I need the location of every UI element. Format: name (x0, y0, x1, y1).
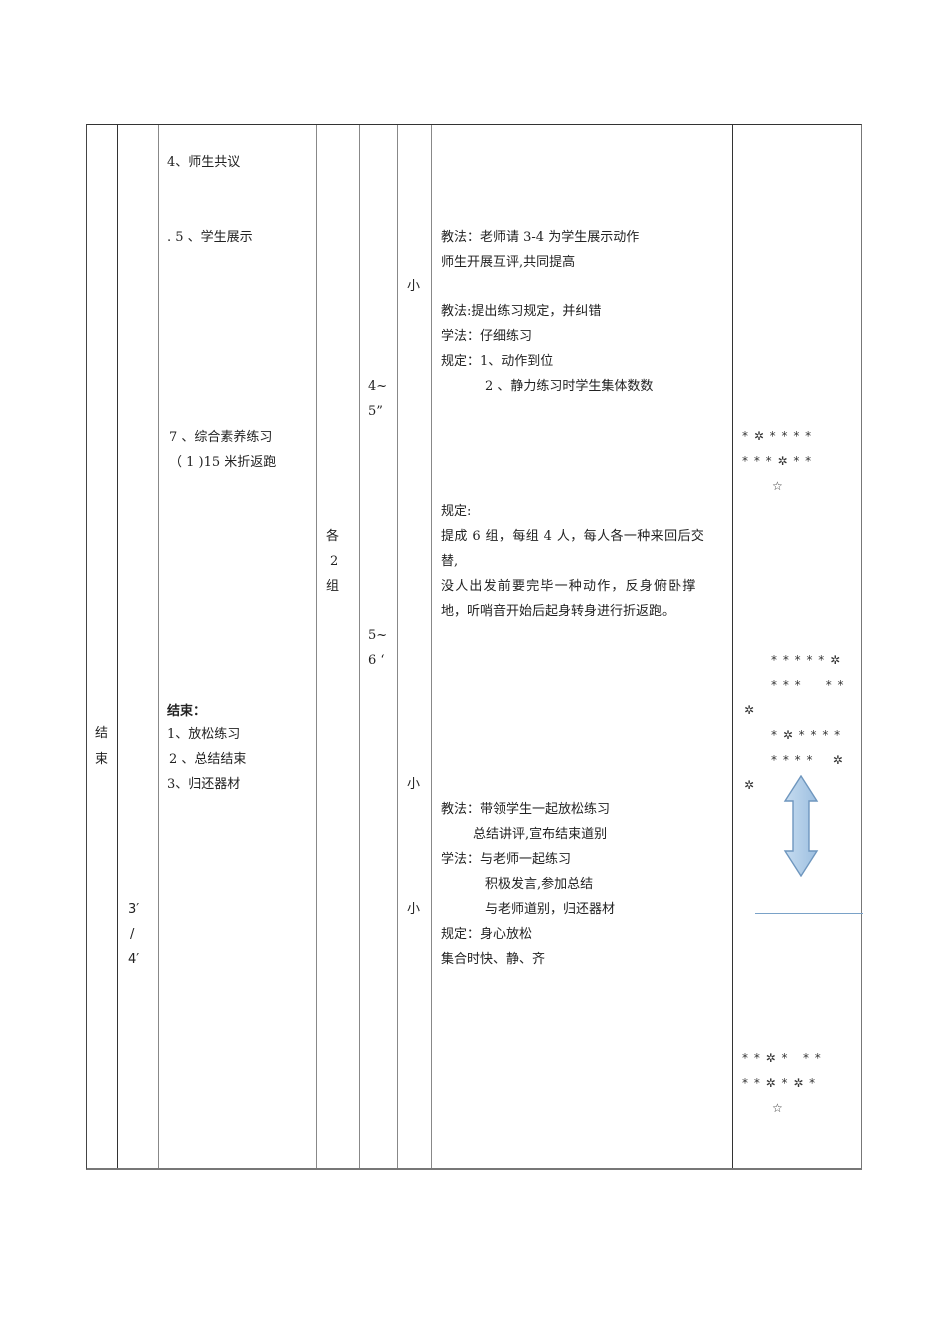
formation-row: ✲ (744, 778, 756, 792)
intensity: 小 (407, 777, 421, 792)
teacher-star-icon: ☆ (772, 479, 784, 493)
formation-row: * * ✲ * * * (742, 1051, 822, 1065)
method-text: 教法：带领学生一起放松练习 (441, 802, 611, 817)
lesson-plan-table: 结 束 3′ / 4′ 4、师生共议 . 5 、学生展示 7 、综合素养练习 （… (86, 124, 863, 1170)
method-text: 规定：身心放松 (441, 927, 533, 942)
rule-text: 地，听哨音开始后起身转身进行折返跑。 (441, 604, 676, 619)
method-text: 总结讲评,宣布结束道别 (473, 827, 608, 842)
method-text: 学法：仔细练习 (441, 329, 533, 344)
duration: 4~ (368, 379, 388, 394)
rule-text: 提成 6 组，每组 4 人，每人各一种来回后交 (441, 529, 705, 544)
boundary-line (755, 913, 863, 914)
content-item: （ 1 )15 米折返跑 (169, 455, 277, 470)
method-text: 集合时快、静、齐 (441, 952, 546, 967)
group-count: 组 (326, 579, 340, 594)
duration: 5~ (368, 628, 388, 643)
formation-row: * * * * * ✲ (771, 653, 842, 667)
phase-label: 结 (95, 726, 109, 741)
intensity: 小 (407, 279, 421, 294)
formation-row: * * ✲ * ✲ * (742, 1076, 817, 1090)
formation-row: * ✲ * * * * (771, 728, 842, 742)
column-divider (397, 125, 398, 1168)
column-divider (431, 125, 432, 1168)
rule-text: 规定: (441, 504, 472, 519)
total-time: / (130, 927, 135, 942)
method-text: 学法：与老师一起练习 (441, 852, 572, 867)
column-divider (158, 125, 159, 1168)
method-text: 师生开展互评,共同提高 (441, 255, 576, 270)
method-text: 积极发言,参加总结 (485, 877, 594, 892)
content-item: 7 、综合素养练习 (169, 430, 273, 445)
column-divider (117, 125, 118, 1168)
rule-text: 没人出发前要完毕一种动作，反身俯卧撑 (441, 579, 697, 594)
group-count: 2 (330, 554, 339, 569)
formation-row: * ✲ * * * * (742, 429, 813, 443)
formation-row: * * * ✲ * * (742, 454, 813, 468)
content-item: . 5 、学生展示 (167, 230, 253, 245)
total-time: 4′ (128, 952, 140, 967)
intensity: 小 (407, 902, 421, 917)
column-divider (732, 125, 733, 1168)
total-time: 3′ (128, 902, 140, 917)
content-item: 1、放松练习 (167, 727, 241, 742)
content-item: 3、归还器材 (167, 777, 241, 792)
method-text: 规定：1、动作到位 (441, 354, 554, 369)
duration: 5” (368, 404, 383, 419)
method-text: 2 、静力练习时学生集体数数 (485, 379, 654, 394)
column-divider (316, 125, 317, 1168)
column-divider (359, 125, 360, 1168)
phase-label: 束 (95, 752, 109, 767)
content-item: 2 、总结结束 (169, 752, 247, 767)
method-text: 教法：老师请 3-4 为学生展示动作 (441, 230, 640, 245)
formation-row: * * * * ✲ (771, 753, 844, 767)
formation-row: ✲ (744, 703, 756, 717)
teacher-star-icon: ☆ (772, 1101, 784, 1115)
content-item: 4、师生共议 (167, 155, 241, 170)
method-text: 与老师道别，归还器材 (485, 902, 616, 917)
double-arrow-icon (783, 775, 819, 877)
formation-row: * * * * * (771, 678, 845, 692)
rule-text: 替, (441, 554, 459, 569)
method-text: 教法:提出练习规定，并纠错 (441, 304, 602, 319)
group-count: 各 (326, 529, 340, 544)
content-heading: 结束： (167, 704, 207, 719)
duration: 6 ‘ (368, 653, 385, 668)
